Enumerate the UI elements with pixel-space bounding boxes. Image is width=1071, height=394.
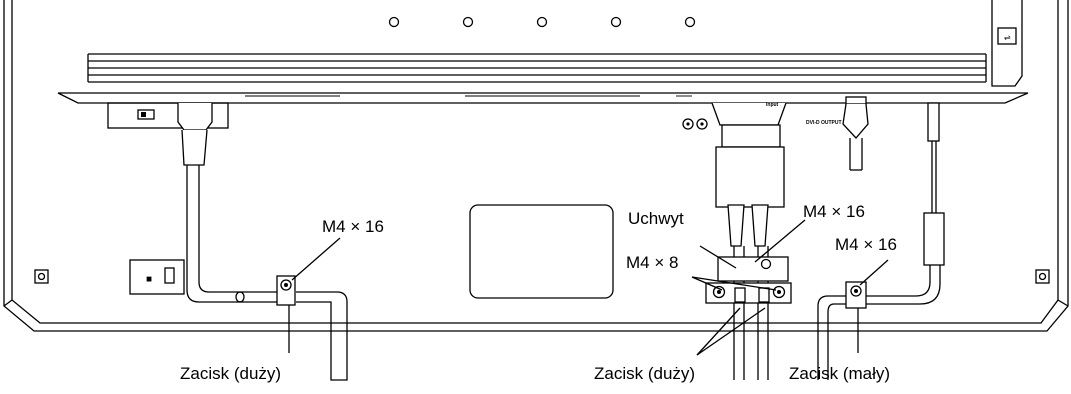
leader-lines	[291, 219, 889, 356]
label-plate	[469, 204, 614, 299]
rear-switch: ■	[129, 259, 185, 295]
ventilation-grille	[87, 53, 987, 83]
label-clamp-center: Zacisk (duży)	[594, 364, 695, 383]
side-screw-right	[1035, 269, 1050, 284]
svg-text:DVI-D OUTPUT: DVI-D OUTPUT	[806, 120, 842, 126]
power-cable	[177, 103, 348, 381]
bottom-bezel-ledge	[57, 92, 1029, 104]
right-cable	[817, 141, 945, 380]
secondary-connector	[842, 96, 940, 171]
video-cables	[727, 204, 769, 380]
svg-text:input: input	[766, 102, 779, 108]
label-clamp-left: Zacisk (duży)	[180, 364, 281, 383]
power-switch-block	[107, 102, 229, 129]
cable-holder	[705, 256, 792, 304]
label-screw-right: M4 × 16	[835, 235, 897, 254]
svg-text:⇌: ⇌	[1004, 33, 1011, 42]
label-screw-center-top: M4 × 16	[803, 202, 865, 221]
monitor-back-panel	[3, 0, 1069, 332]
label-screw-center: M4 × 8	[626, 253, 678, 272]
svg-text:■: ■	[146, 274, 152, 285]
video-connector: input DVI-D OUTPUT	[682, 102, 842, 208]
label-clamp-right: Zacisk (mały)	[789, 364, 890, 383]
vesa-holes	[388, 16, 696, 28]
label-screw-left: M4 × 16	[322, 217, 384, 236]
label-holder: Uchwyt	[628, 209, 684, 228]
usb-port-module: ⇌	[991, 0, 1023, 87]
clamp-large-left	[276, 275, 296, 353]
side-screw-left	[34, 269, 49, 284]
